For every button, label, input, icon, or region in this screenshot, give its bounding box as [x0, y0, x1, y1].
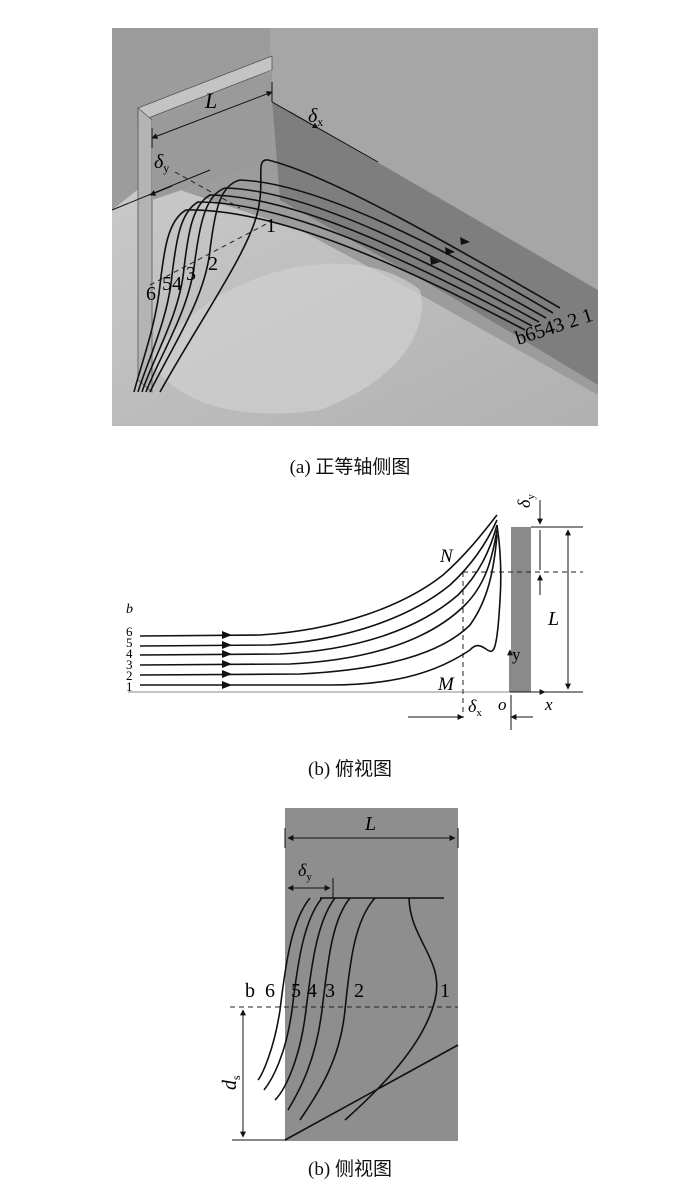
panel-b-axis-x: x	[544, 695, 553, 714]
panel-c-side-view: L δy b 6 5 4 3 2 1 ds	[219, 808, 459, 1141]
panel-b-dim-L: L	[547, 608, 559, 630]
upper-wall	[112, 28, 598, 290]
panel-a-dim-L: L	[204, 88, 217, 113]
caption-b: (b) 俯视图	[308, 758, 392, 780]
panel-b-dim-dy: δy	[514, 494, 537, 508]
panel-a-label-6: 6	[146, 283, 156, 305]
panel-c-dim-dy: δy	[298, 860, 312, 883]
caption-c: (b) 侧视图	[308, 1158, 392, 1180]
panel-c-label-5: 5	[291, 980, 301, 1002]
panel-c-label-b: b	[245, 980, 255, 1002]
panel-c-label-1: 1	[440, 980, 450, 1002]
panel-b-label-3: 3	[126, 657, 133, 672]
panel-b-origin: o	[498, 695, 507, 714]
panel-b-plate	[511, 527, 531, 692]
sloped-wall	[272, 100, 598, 385]
panel-b-label-5: 5	[126, 635, 133, 650]
panel-a-label-3: 3	[186, 263, 196, 285]
plate-front	[137, 107, 153, 393]
scour-region	[150, 263, 422, 414]
panel-c-dim-L: L	[364, 813, 376, 835]
panel-c-streamlines	[257, 897, 459, 1141]
panel-b-point-N: N	[439, 546, 454, 567]
caption-a: (a) 正等轴侧图	[290, 456, 411, 478]
panel-c-label-3: 3	[325, 980, 335, 1002]
panel-b-label-2: 2	[126, 668, 133, 683]
panel-b-dim-dx: δx	[468, 696, 482, 719]
panel-b-point-M: M	[437, 674, 455, 695]
panel-c-label-2: 2	[354, 980, 364, 1002]
panel-a-dim-dx: δx	[308, 105, 323, 129]
panel-c-label-4: 4	[307, 980, 317, 1002]
panel-a-streamlines	[133, 159, 561, 393]
panel-c-dim-ds: ds	[219, 1075, 243, 1090]
panel-a-isometric: L δx δy 6 54 3 2 1 b6543 2 1	[111, 28, 598, 426]
panel-b-top-view: b 6 5 4 3 2 1 N M y o x L δy δx	[126, 494, 583, 730]
panel-b-label-4: 4	[126, 646, 133, 661]
panel-c-label-6: 6	[265, 980, 275, 1002]
panel-b-label-6: 6	[126, 624, 133, 639]
panel-b-label-1: 1	[126, 679, 133, 694]
panel-b-streamlines	[139, 514, 502, 689]
panel-c-plate	[285, 808, 458, 1141]
panel-b-axis-y: y	[512, 645, 521, 664]
panel-b-label-b: b	[126, 602, 133, 617]
panel-a-label-1: 1	[266, 215, 276, 237]
panel-a-label-54: 54	[162, 273, 182, 295]
panel-a-dim-dy: δy	[154, 151, 169, 175]
panel-a-label-2: 2	[208, 253, 218, 275]
